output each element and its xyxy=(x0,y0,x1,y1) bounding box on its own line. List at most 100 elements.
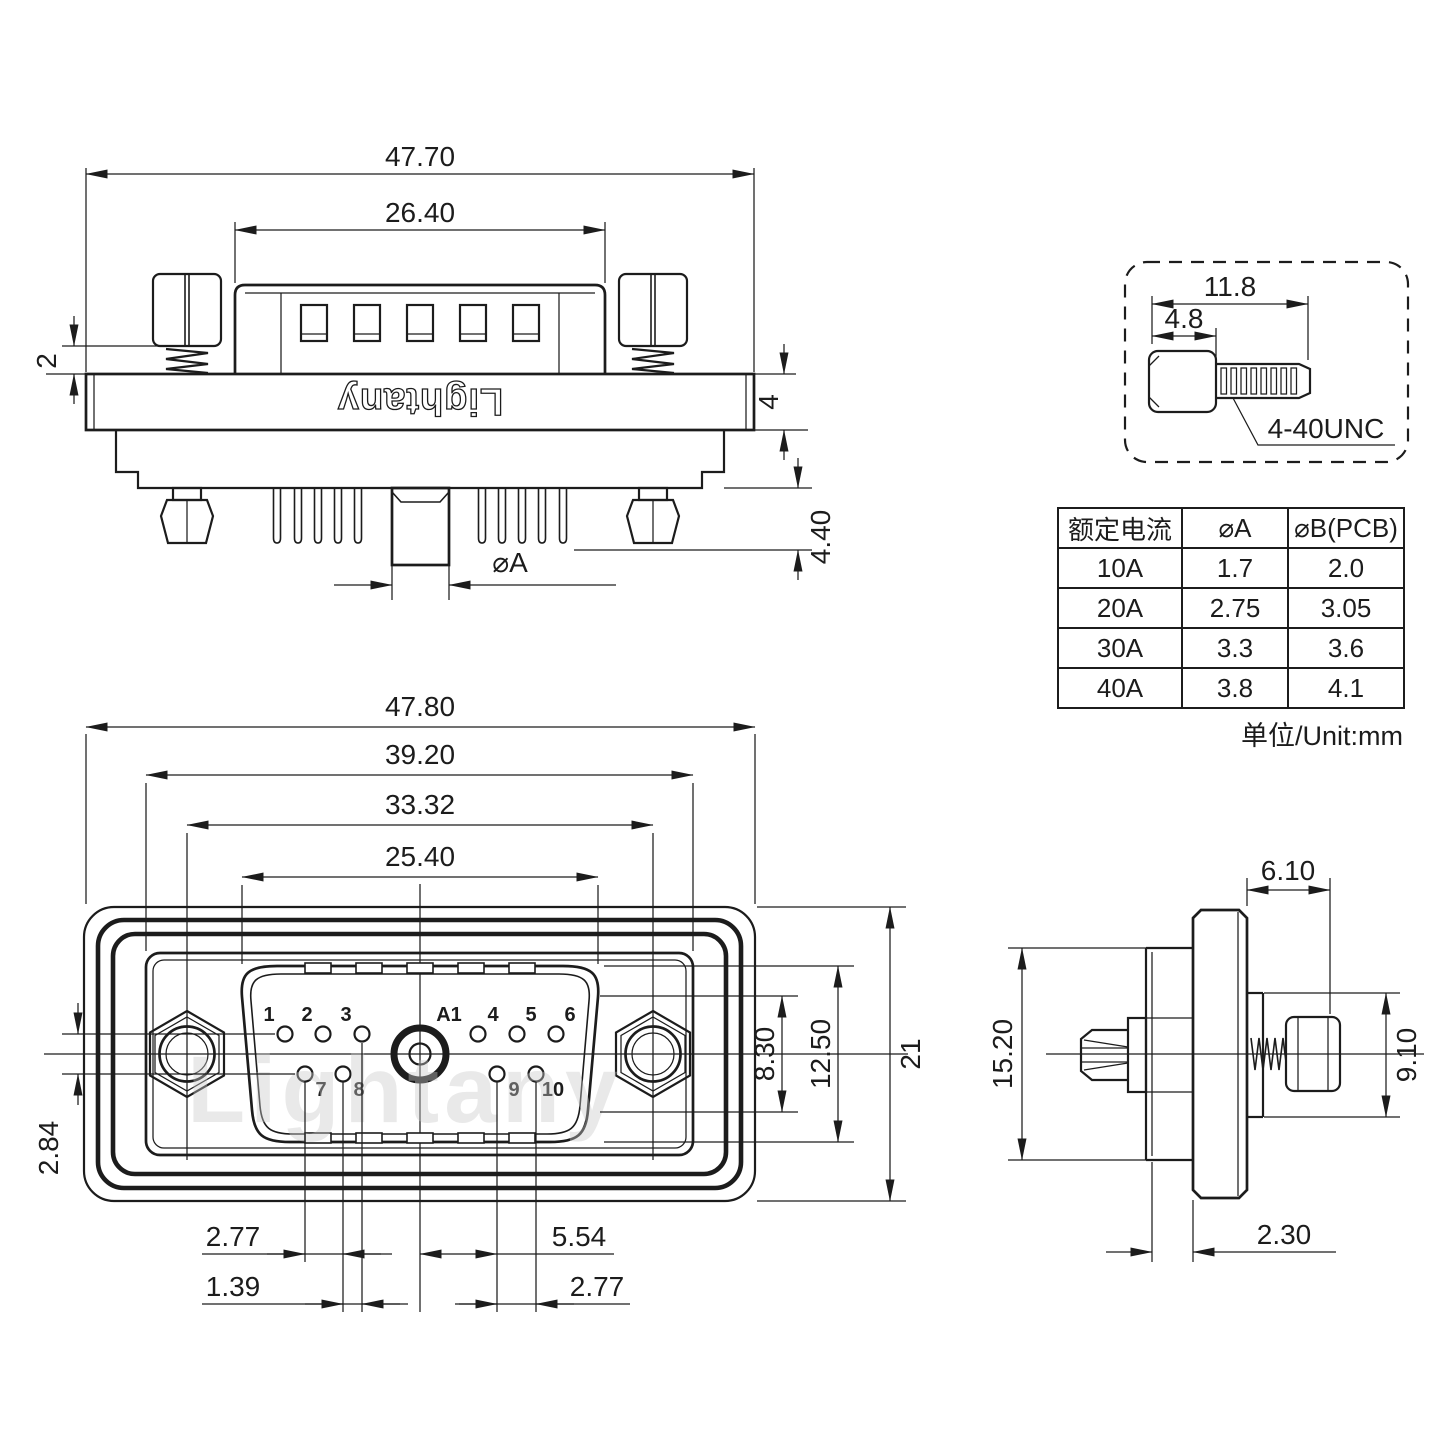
dim-label-2-84: 2.84 xyxy=(33,1121,64,1176)
header-dia-b-pcb: ⌀B(PCB) xyxy=(1287,507,1405,549)
dim-label-6-10: 6.10 xyxy=(1261,855,1316,886)
housing-inner-rect xyxy=(110,931,729,1177)
pin-5-hole xyxy=(508,1025,526,1043)
pin-label-5: 5 xyxy=(525,1004,536,1026)
unit-note: 单位/Unit:mm xyxy=(1241,721,1403,751)
dim-top-overall-width: 47.70 xyxy=(85,141,755,372)
dim-label-21: 21 xyxy=(895,1038,926,1069)
dim-label-26-40: 26.40 xyxy=(385,197,455,228)
pin-label-6: 6 xyxy=(564,1004,575,1026)
detail-dashed-border xyxy=(1123,260,1410,464)
dim-label-11-8: 11.8 xyxy=(1204,271,1256,302)
dim-center-pin-diameter: ⌀A xyxy=(334,547,616,600)
dim-front-insert-width: 25.40 xyxy=(241,841,599,964)
dim-housing-height: 21 xyxy=(757,906,926,1202)
panel-face-inner-rect xyxy=(152,959,687,1149)
hex-nut-right xyxy=(614,1009,692,1099)
dim-top-insulator-width: 26.40 xyxy=(234,197,606,283)
dim-rear-height: 9.10 xyxy=(1264,992,1422,1118)
header-rated-current: 额定电流 xyxy=(1057,507,1183,549)
pin-label-9: 9 xyxy=(508,1079,519,1101)
cell-current-30a: 30A xyxy=(1057,627,1183,669)
dim-label-2-77-right: 2.77 xyxy=(570,1271,625,1302)
top-view: 47.70 26.40 xyxy=(31,141,836,600)
cell-dia-b-30a: 3.6 xyxy=(1287,627,1405,669)
dim-label-5-54: 5.54 xyxy=(552,1221,607,1252)
insulator-shell xyxy=(233,283,607,374)
screw-thread-coil-left xyxy=(165,347,209,375)
table-row: 10A 1.7 2.0 xyxy=(1057,547,1405,589)
cell-dia-a-20a: 2.75 xyxy=(1181,587,1289,629)
dim-label-2: 2 xyxy=(31,353,62,369)
table-header-row: 额定电流 ⌀A ⌀B(PCB) xyxy=(1057,507,1405,549)
dim-label-12-50: 12.50 xyxy=(805,1019,836,1089)
dim-front-housing-width: 47.80 xyxy=(85,691,756,904)
dim-label-4-40: 4.40 xyxy=(805,510,836,565)
dim-pin-pitch-right: 2.77 xyxy=(455,1271,630,1309)
header-dia-a: ⌀A xyxy=(1181,507,1289,549)
thread-spec-callout: 4-40UNC xyxy=(1232,397,1395,446)
housing-outer-rect xyxy=(82,905,757,1203)
cell-dia-b-40a: 4.1 xyxy=(1287,667,1405,709)
side-board-lock xyxy=(1079,1016,1148,1094)
shell-slots xyxy=(299,303,541,343)
pin-label-10: 10 xyxy=(542,1079,564,1101)
side-flange xyxy=(1191,908,1249,1200)
front-view: 47.80 39.20 33.32 25.40 xyxy=(33,691,926,1312)
pin-label-8: 8 xyxy=(353,1079,364,1101)
pin-label-1: 1 xyxy=(263,1004,274,1026)
table-row: 30A 3.3 3.6 xyxy=(1057,627,1405,669)
pin-label-a1: A1 xyxy=(436,1004,462,1026)
dim-insert-height: 8.30 xyxy=(600,995,798,1113)
dim-label-8-30: 8.30 xyxy=(749,1027,780,1082)
detail-screw-body xyxy=(1147,349,1312,414)
pin-9-hole xyxy=(488,1065,506,1083)
pin-6-hole xyxy=(547,1025,565,1043)
dim-screw-head-length: 4.8 xyxy=(1151,303,1217,358)
dim-label-47-80: 47.80 xyxy=(385,691,455,722)
dim-row-spacing: 2.84 xyxy=(33,1003,295,1175)
side-rear-boss xyxy=(1247,991,1265,1119)
dim-pin-pitch-left: 2.77 xyxy=(202,1221,392,1259)
pin-10-hole xyxy=(527,1065,545,1083)
thread-spec-label: 4-40UNC xyxy=(1268,413,1385,444)
dim-label-39-20: 39.20 xyxy=(385,739,455,770)
dim-front-depth: 6.10 xyxy=(1246,855,1331,1014)
d-sub-insert xyxy=(240,962,600,1144)
table-row: 20A 2.75 3.05 xyxy=(1057,587,1405,629)
cell-current-10a: 10A xyxy=(1057,547,1183,589)
flange-bar: Lightany xyxy=(84,372,756,432)
housing-mid-rect xyxy=(95,917,744,1191)
cell-current-20a: 20A xyxy=(1057,587,1183,629)
dim-label-9-10: 9.10 xyxy=(1391,1028,1422,1083)
rear-housing-profile xyxy=(114,430,726,490)
screw-thread-coil-right xyxy=(631,347,675,375)
side-view: 6.10 15.20 9.10 2.30 xyxy=(987,855,1424,1262)
dim-coax-spacing: 5.54 xyxy=(419,1221,614,1259)
thumbscrew-left xyxy=(151,272,223,375)
dim-screw-protrusion: 2 xyxy=(31,316,168,404)
side-thumbscrew xyxy=(1250,1015,1342,1093)
panel-face-rect xyxy=(144,951,695,1157)
solder-pins xyxy=(272,488,568,544)
dim-row-offset: 1.39 xyxy=(202,1271,408,1309)
pin-label-7: 7 xyxy=(315,1079,326,1101)
pin-holes xyxy=(276,1024,565,1084)
pin-2-hole xyxy=(314,1025,332,1043)
dim-opening-height: 12.50 xyxy=(604,965,854,1143)
cell-dia-a-40a: 3.8 xyxy=(1181,667,1289,709)
dim-body-height: 15.20 xyxy=(987,947,1146,1161)
lightany-logo: Lightany xyxy=(337,380,503,422)
pin-3-hole xyxy=(353,1025,371,1043)
pin-label-4: 4 xyxy=(487,1004,499,1026)
cell-dia-b-10a: 2.0 xyxy=(1287,547,1405,589)
dim-label-4: 4 xyxy=(753,394,784,410)
coax-contact-a1-inner xyxy=(408,1042,432,1066)
dim-label-25-40: 25.40 xyxy=(385,841,455,872)
dim-pin-length: 4.40 xyxy=(574,458,836,580)
current-rating-table: 额定电流 ⌀A ⌀B(PCB) 10A 1.7 2.0 20A 2.75 3.0… xyxy=(1057,507,1407,709)
dim-label-33-32: 33.32 xyxy=(385,789,455,820)
board-lock-right xyxy=(625,486,681,545)
thumbscrew-detail: 11.8 4.8 xyxy=(1123,260,1410,464)
